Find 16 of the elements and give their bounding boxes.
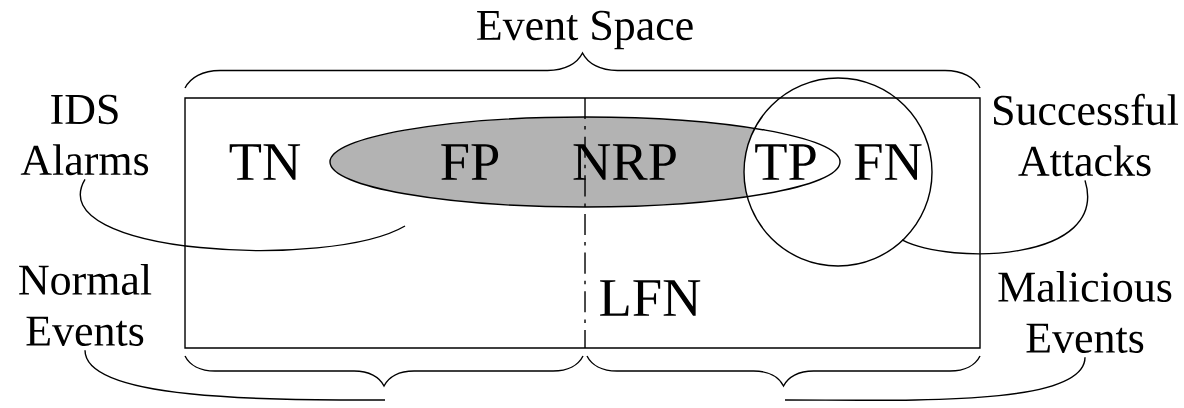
region-label: LFN — [600, 280, 701, 316]
side-label: Successful Attacks — [994, 93, 1179, 177]
region-label: NRP — [573, 144, 676, 180]
leader-line — [784, 356, 1086, 402]
region-label: FP — [441, 144, 499, 180]
side-label: IDS Alarms — [20, 94, 149, 176]
side-label: Normal Events — [19, 264, 152, 346]
leader-line — [84, 349, 386, 401]
side-label: Malicious Events — [998, 271, 1172, 353]
leader-line — [901, 179, 1089, 255]
alarm-ellipse — [329, 116, 841, 208]
region-label: FN — [854, 144, 922, 180]
leader-line — [79, 178, 406, 251]
brace-label: Event Space — [477, 10, 693, 50]
event-space-rectangle — [184, 97, 981, 349]
region-label: TP — [755, 144, 816, 180]
